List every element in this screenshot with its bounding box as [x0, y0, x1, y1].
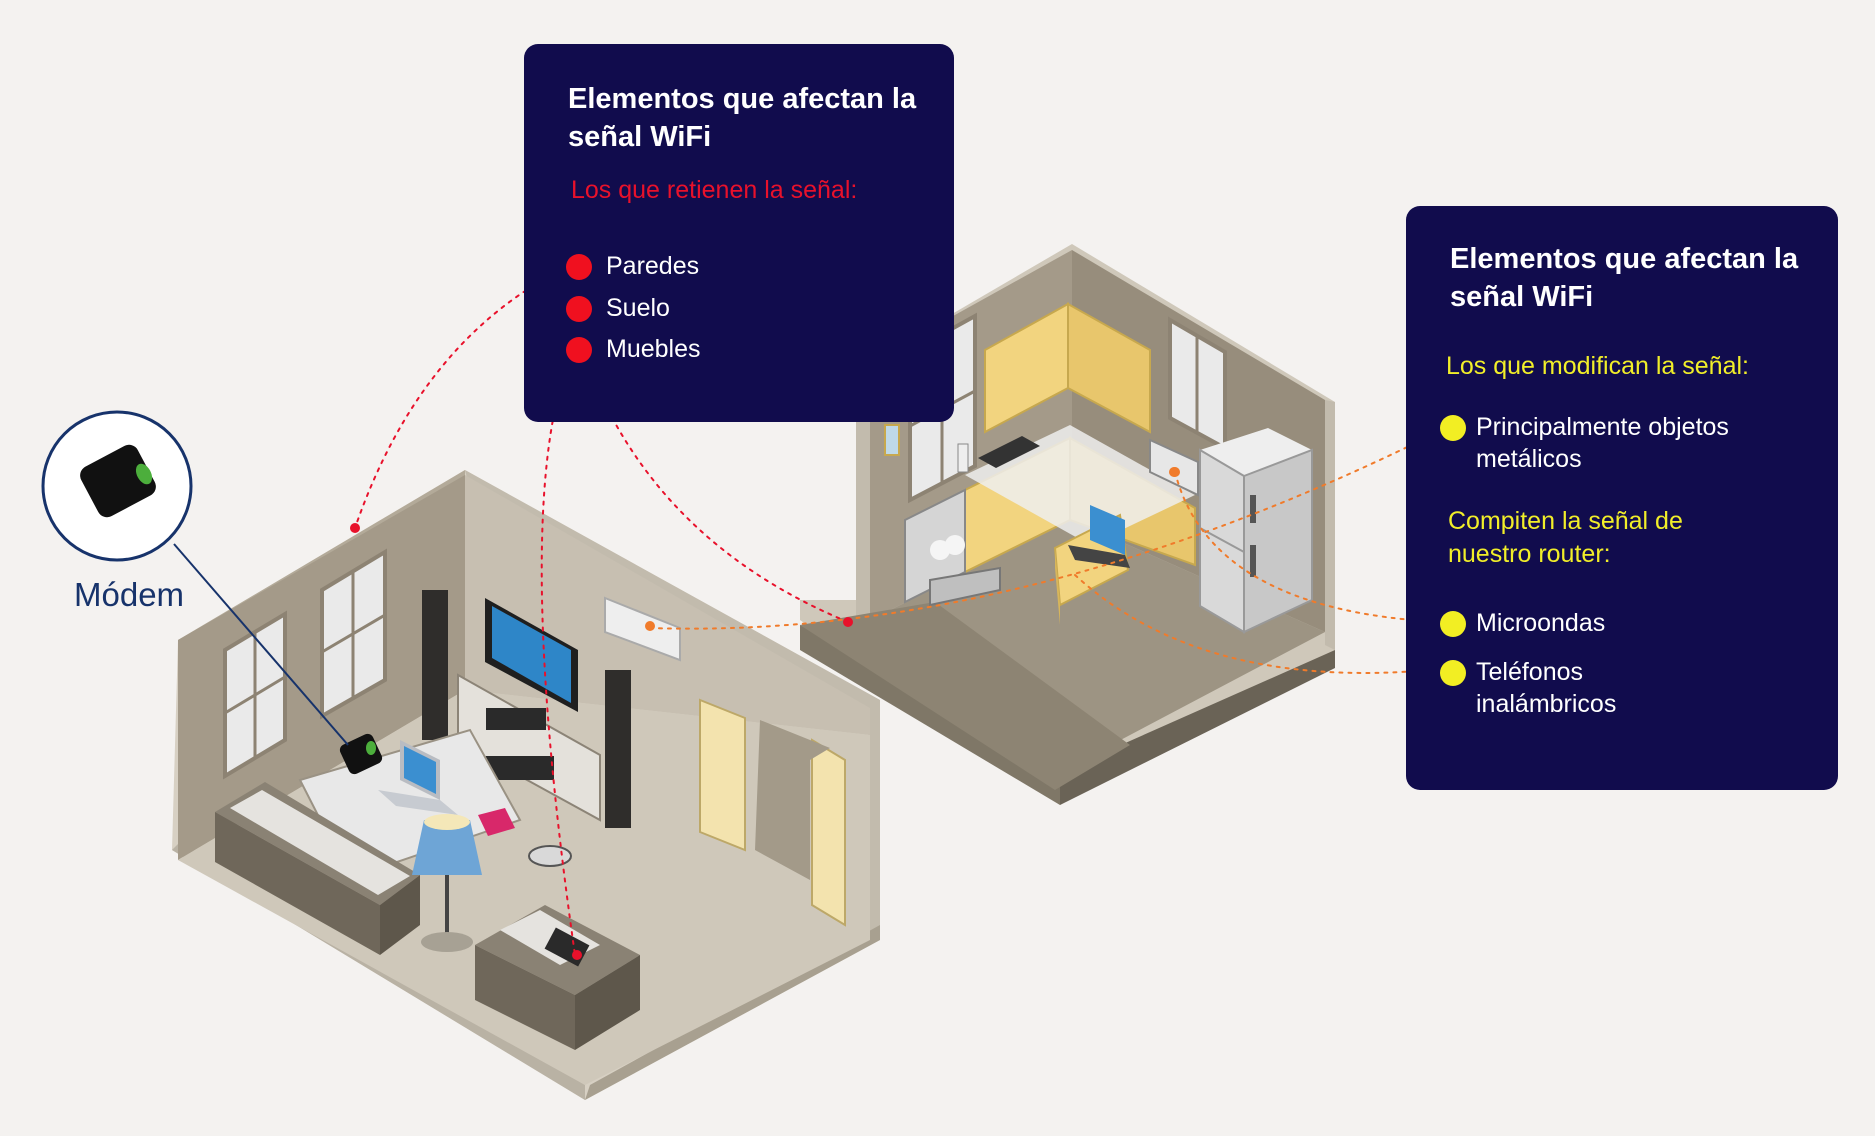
bullet-dot-yellow — [1440, 415, 1466, 441]
wall-frame — [884, 424, 900, 456]
book — [478, 808, 515, 836]
list-item-metal-objects: Principalmente objetos metálicos — [1476, 413, 1729, 473]
info-panel-modify: Elementos que afectan la señal WiFi Los … — [1406, 206, 1838, 790]
connector-lines — [354, 267, 1441, 956]
air-conditioner — [604, 596, 681, 662]
list-item-suelo: Suelo — [606, 294, 670, 322]
modem-device — [339, 733, 383, 775]
bullet-dot-yellow — [1440, 611, 1466, 637]
panel-subtitle: Los que retienen la señal: — [571, 176, 858, 204]
living-room — [172, 470, 880, 1100]
modem-callout — [41, 410, 349, 746]
laptop — [1090, 505, 1125, 555]
upper-cabinet — [1067, 302, 1151, 434]
bullet-dot-red — [566, 296, 592, 322]
panel-title: Elementos que afectan la señal WiFi — [1450, 243, 1799, 313]
panel-subtitle: Los que modifican la señal: — [1446, 352, 1749, 380]
robot-vacuum — [528, 845, 572, 867]
speaker — [422, 590, 448, 740]
panel-title: Elementos que afectan la señal WiFi — [568, 83, 917, 153]
list-item-microondas: Microondas — [1476, 609, 1606, 637]
list-item-muebles: Muebles — [606, 335, 701, 363]
panel-subtitle: Compiten la señal de nuestro router: — [1448, 507, 1683, 568]
stove — [978, 436, 1040, 468]
laptop — [378, 740, 458, 815]
bullet-dot-yellow — [1440, 660, 1466, 686]
window — [320, 548, 387, 720]
floor-lamp — [412, 814, 482, 952]
bullet-dot-red — [566, 254, 592, 280]
info-panel-retain: Elementos que afectan la señal WiFi Los … — [524, 44, 954, 422]
stairs — [755, 720, 830, 880]
bullet-dot-red — [566, 337, 592, 363]
marker-dot — [572, 950, 582, 960]
modem-label: Módem — [74, 576, 185, 613]
marker-dot — [843, 617, 853, 627]
sofa — [215, 782, 420, 955]
list-item-telefonos: Teléfonos inalámbricos — [1476, 658, 1617, 718]
door — [699, 698, 746, 852]
refrigerator — [1199, 428, 1313, 634]
marker-dot — [645, 621, 655, 631]
cordless-phone — [957, 443, 969, 473]
marker-dot — [350, 523, 360, 533]
tv — [485, 598, 578, 712]
speaker — [605, 670, 631, 828]
list-item-paredes: Paredes — [606, 252, 700, 280]
marker-dot — [1170, 467, 1180, 477]
